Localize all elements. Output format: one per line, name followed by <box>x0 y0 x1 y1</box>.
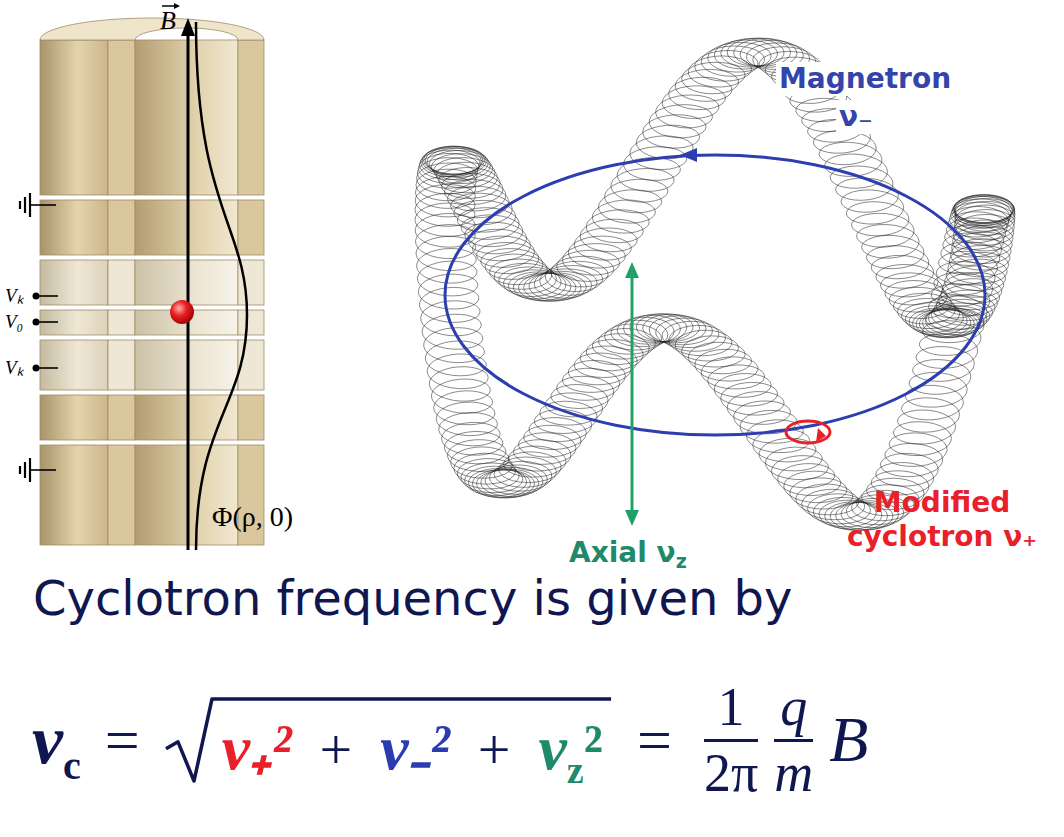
motion-label: Axial ν <box>569 536 676 570</box>
trap-electrodes <box>40 40 264 545</box>
electrode-outer <box>40 340 108 390</box>
vector-arrow <box>162 5 176 7</box>
motion-label: Magnetron <box>776 62 954 96</box>
fraction-bar <box>704 739 758 742</box>
motion-label-group: Axial νz <box>566 536 690 570</box>
wire <box>30 469 56 471</box>
ground-bar <box>24 462 26 478</box>
electrode-cut-face <box>108 340 135 390</box>
symbol: B <box>829 708 868 772</box>
symbol: ν <box>32 705 63 775</box>
formula: νc=ν₊²+ν₋²+νz²=12πqmB <box>32 650 868 830</box>
motion-label: ν₋ <box>836 100 876 134</box>
electrode-cut-face <box>108 260 135 305</box>
cyclotron-loop <box>786 421 830 443</box>
ground-bar <box>24 197 26 213</box>
subscript: z <box>567 751 584 789</box>
ion-trajectory <box>415 38 1015 530</box>
voltage-label: Vₖ <box>5 286 24 306</box>
potential-label: Φ(ρ, 0) <box>212 502 293 533</box>
ground-bar <box>19 466 21 474</box>
ground-bar <box>19 201 21 209</box>
axial-arrowhead <box>625 510 639 526</box>
field-axis <box>187 34 190 550</box>
potential-curve <box>196 22 247 550</box>
wire <box>30 204 56 206</box>
plus-sign: + <box>319 721 352 779</box>
voltage-label: V₀ <box>5 312 23 332</box>
radical: ν₊²+ν₋²+νz² <box>164 696 613 784</box>
plus-sign: + <box>478 721 511 779</box>
denominator: m <box>774 745 813 802</box>
cyclotron-arrowhead <box>816 428 826 442</box>
numerator: 1 <box>718 679 745 736</box>
electrode-cut-face <box>238 40 264 195</box>
term: ν <box>538 716 566 780</box>
axial-arrowhead <box>625 262 639 278</box>
voltage-label: Vₖ <box>5 358 24 378</box>
equals-sign: = <box>637 709 672 771</box>
subscript: c <box>63 746 81 786</box>
field-label: B <box>160 8 176 34</box>
term: ν₊² <box>222 716 292 780</box>
electrode-cut-face <box>238 200 264 255</box>
fraction: qm <box>774 679 813 801</box>
radical-path <box>166 699 611 781</box>
electrode-cut-face <box>108 395 135 440</box>
superscript: ² <box>584 716 603 780</box>
ion <box>170 300 194 324</box>
top-face <box>40 18 264 40</box>
field-arrowhead <box>181 18 195 36</box>
electrode-outer <box>40 40 108 195</box>
fraction-bar <box>774 739 813 742</box>
heading-text: Cyclotron frequency is given by <box>33 568 792 628</box>
terminal-dot <box>33 293 40 300</box>
electrode-outer <box>40 445 108 545</box>
electrode-cut-face <box>108 310 135 335</box>
electrode-outer <box>40 200 108 255</box>
magnetron-arrowhead <box>680 148 697 162</box>
axial-arrow <box>631 276 634 512</box>
terminal-dot <box>33 319 40 326</box>
terminal-dot <box>33 365 40 372</box>
equals-sign: = <box>105 709 140 771</box>
ground-bar <box>29 458 31 482</box>
electrode-outer <box>40 395 108 440</box>
formula-symbol: νc <box>32 705 81 775</box>
ground-symbol <box>20 193 30 217</box>
term: ν₋² <box>380 716 450 780</box>
magnetron-orbit <box>445 155 985 435</box>
electrode-cut-face <box>238 395 264 440</box>
ground-bar <box>29 193 31 217</box>
electrode-cut-face <box>238 310 264 335</box>
fraction: 12π <box>704 679 758 801</box>
electrode-outer <box>40 260 108 305</box>
electrode-cut-face <box>108 445 135 545</box>
electrode-cut-face <box>108 200 135 255</box>
denominator: 2π <box>704 745 758 802</box>
numerator: q <box>780 679 807 736</box>
electrode-cut-face <box>108 40 135 195</box>
motion-label: Modified cyclotron ν₊ <box>826 486 1058 553</box>
ground-symbol <box>20 458 30 482</box>
wires <box>30 205 58 470</box>
subscript: z <box>676 552 687 571</box>
